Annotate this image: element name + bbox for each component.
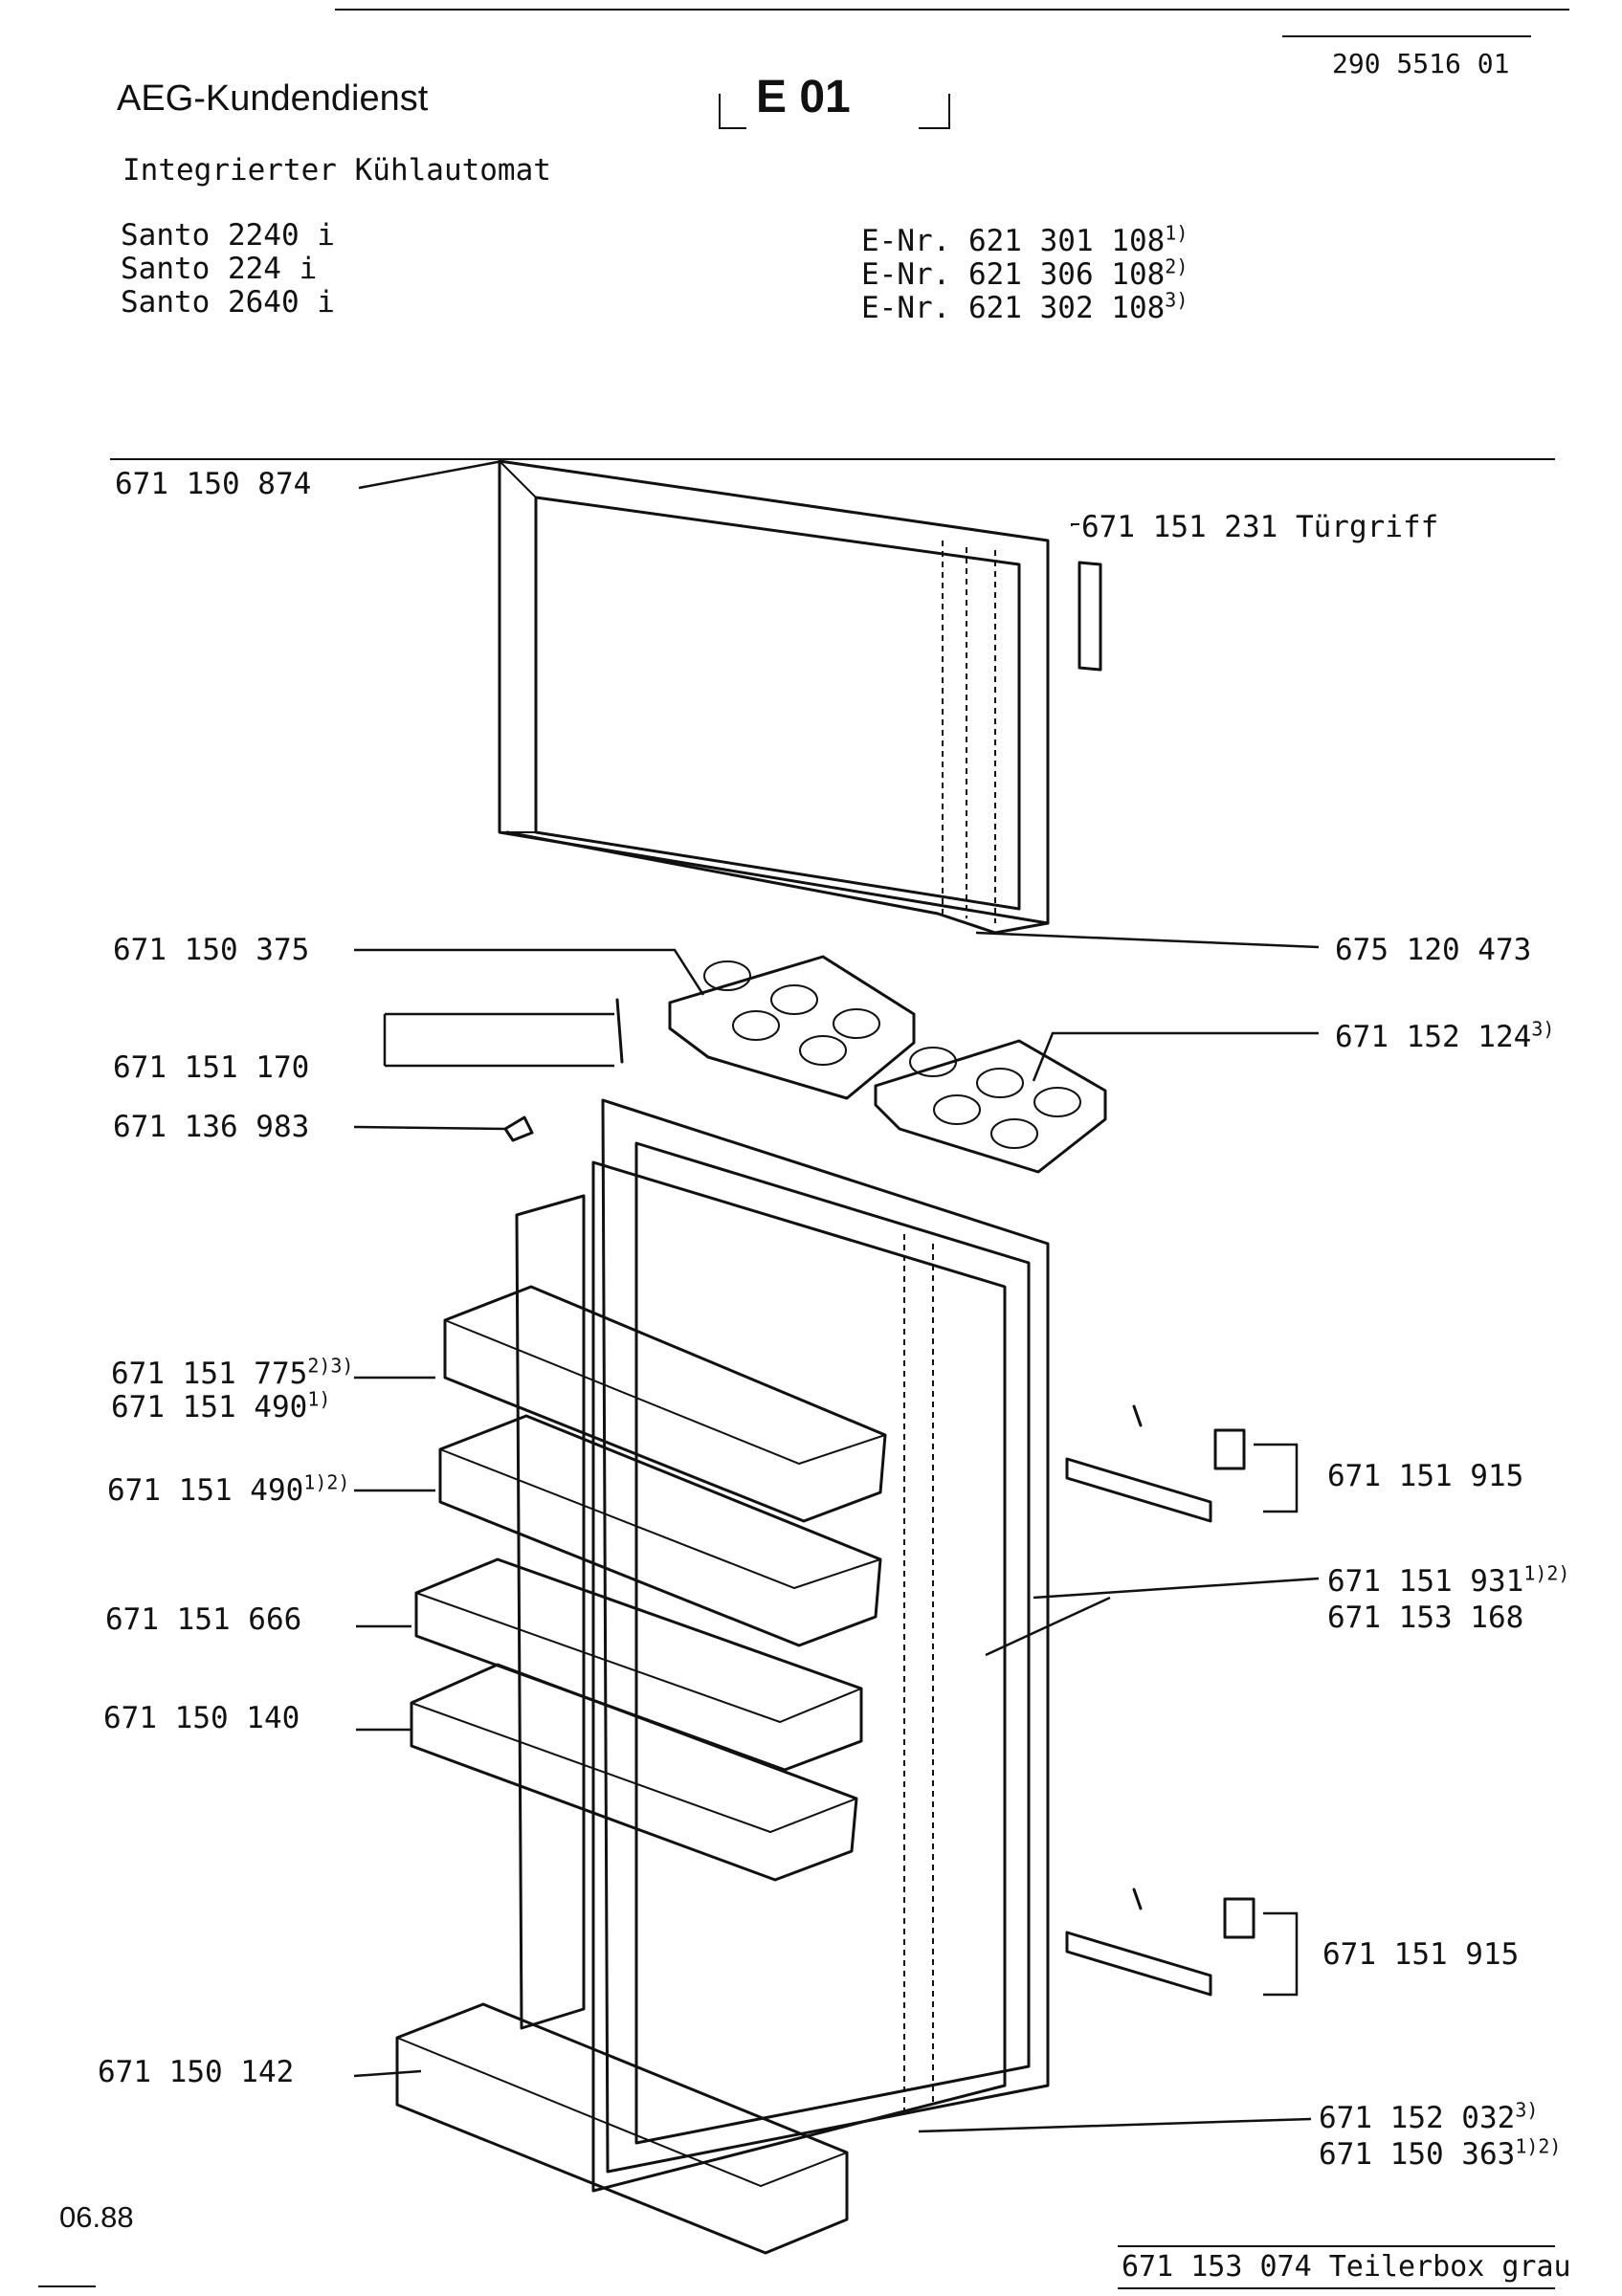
- e-number: E-Nr. 621 306 1082): [861, 254, 1189, 292]
- part-label: 671 151 4901)2): [107, 1470, 350, 1508]
- part-label: 671 151 231 Türgriff: [1081, 510, 1439, 544]
- part-label: 671 151 7752)3): [111, 1354, 354, 1391]
- accessory-label: 671 153 074 Teilerbox grau: [1122, 2250, 1571, 2284]
- part-label: 671 151 666: [105, 1602, 302, 1637]
- part-label: 671 150 3631)2): [1319, 2134, 1562, 2172]
- hinge-lower: [1065, 1888, 1255, 1997]
- door-shelf-3: [414, 1557, 863, 1772]
- product-subtitle: Integrierter Kühlautomat: [122, 153, 551, 188]
- part-label: 671 151 4901): [111, 1387, 331, 1424]
- document-number: 290 5516 01: [1332, 48, 1510, 79]
- issue-date: 06.88: [59, 2200, 134, 2234]
- brand-title: AEG-Kundendienst: [117, 78, 429, 119]
- e-number: E-Nr. 621 301 1081): [861, 221, 1189, 258]
- hinge-pin: [615, 998, 624, 1064]
- door-shelf-1: [443, 1285, 887, 1523]
- part-label: 671 151 915: [1327, 1459, 1524, 1493]
- part-label: 671 151 9311)2): [1327, 1561, 1570, 1599]
- section-code: E 01: [756, 72, 851, 122]
- door-shelf-4: [410, 1663, 858, 1882]
- egg-tray-right: [874, 1039, 1107, 1174]
- door-handle: [1078, 561, 1102, 672]
- part-label: 671 150 140: [103, 1701, 300, 1735]
- part-label: 671 151 915: [1322, 1937, 1520, 1972]
- part-label: 671 136 983: [113, 1110, 310, 1144]
- clip-part: [503, 1115, 534, 1142]
- part-label: 671 150 142: [98, 2055, 295, 2089]
- part-label: 671 151 170: [113, 1050, 310, 1085]
- part-label: 671 150 375: [113, 933, 310, 967]
- model-name: Santo 2640 i: [121, 285, 335, 320]
- door-shelf-2: [438, 1414, 882, 1647]
- model-name: Santo 224 i: [121, 252, 318, 286]
- bottom-bin: [395, 2002, 849, 2255]
- part-label: 671 152 1243): [1335, 1017, 1555, 1054]
- part-label: 671 150 874: [115, 467, 312, 501]
- code-bracket: [719, 94, 950, 129]
- part-label: 671 152 0323): [1319, 2098, 1539, 2135]
- egg-tray-left: [668, 955, 916, 1100]
- hinge-upper: [1065, 1404, 1246, 1523]
- freezer-door: [498, 459, 1050, 935]
- fridge-door: [515, 1098, 1050, 2193]
- part-label: 675 120 473: [1335, 933, 1532, 967]
- part-label: 671 153 168: [1327, 1601, 1524, 1635]
- e-number: E-Nr. 621 302 1083): [861, 288, 1189, 325]
- model-name: Santo 2240 i: [121, 218, 335, 253]
